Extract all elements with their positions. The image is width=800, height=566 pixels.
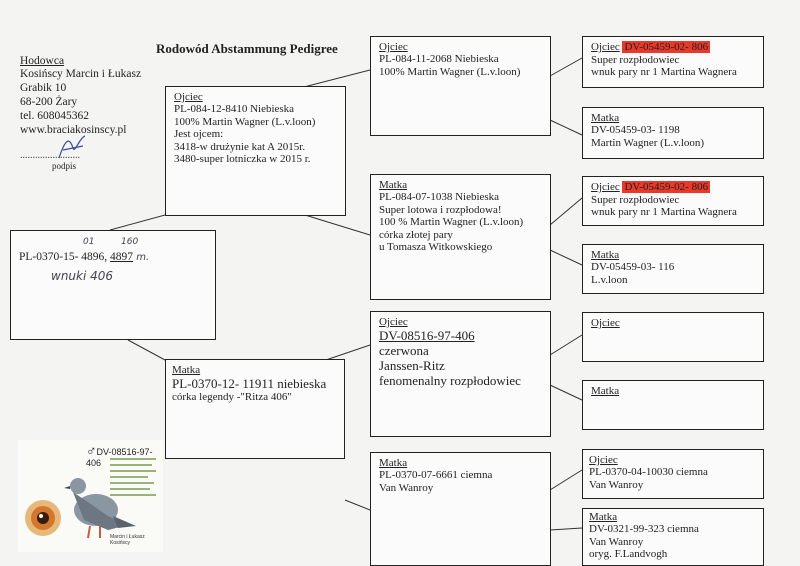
mmm-label: Matka [589, 511, 618, 523]
eye-icon [25, 500, 61, 536]
ff-line: 100% Martin Wagner (L.v.loon) [379, 65, 521, 78]
fff-line: Super rozpłodowiec [591, 53, 680, 66]
hand-note: wnuki 406 [51, 269, 114, 283]
subject-ring-prefix: PL-0370-15- 4896, [19, 251, 111, 263]
father-line: PL-084-12-8410 Niebieska [174, 103, 295, 115]
mf-line: Janssen-Ritz [379, 358, 445, 373]
mother-box: Matka PL-0370-12- 11911 niebieska córka … [165, 359, 345, 459]
fff-ring: DV-05459-02- 806 [622, 41, 711, 53]
mmf-line: Van Wanroy [589, 478, 644, 491]
fm-line: PL-084-07-1038 Niebieska [379, 191, 500, 203]
mmm-line: Van Wanroy [589, 535, 644, 548]
ffm-box: Matka DV-05459-03- 1198 Martin Wagner (L… [582, 107, 764, 159]
mmf-box: Ojciec PL-0370-04-10030 ciemna Van Wanro… [582, 449, 764, 499]
mf-line: fenomenalny rozpłodowiec [379, 373, 521, 388]
ffm-label: Matka [591, 112, 620, 124]
signature-label: podpis [52, 161, 77, 171]
father-line: 100% Martin Wagner (L.v.loon) [174, 115, 316, 128]
father-box: Ojciec PL-084-12-8410 Niebieska 100% Mar… [165, 86, 346, 216]
father-label: Ojciec [174, 91, 203, 103]
fff-line: wnuk pary nr 1 Martina Wagnera [591, 66, 737, 78]
fm-line: córka złotej pary [379, 228, 453, 241]
fmf-ring: DV-05459-02- 806 [622, 181, 711, 193]
mmm-box: Matka DV-0321-99-323 ciemna Van Wanroy o… [582, 508, 764, 566]
breeder-label: Hodowca [20, 55, 65, 67]
fmf-line: wnuk pary nr 1 Martina Wagnera [591, 206, 737, 218]
mff-label: Ojciec [591, 317, 620, 329]
fmf-line: Super rozpłodowiec [591, 193, 680, 206]
mf-line: czerwona [379, 343, 429, 358]
mother-note: córka legendy -"Ritza 406" [172, 391, 292, 403]
father-line: 3418-w drużynie kat A 2015r. [174, 140, 306, 153]
mff-box: Ojciec [582, 312, 764, 362]
ff-box: Ojciec PL-084-11-2068 Niebieska 100% Mar… [370, 36, 551, 136]
mmm-line: DV-0321-99-323 ciemna [589, 523, 699, 535]
ff-label: Ojciec [379, 41, 408, 53]
fm-line: Super lotowa i rozpłodowa! [379, 203, 502, 216]
mm-label: Matka [379, 457, 408, 469]
pigeon-photo-card: ♂DV-08516-97-406 Marcin i Łukasz Kosińs [18, 440, 163, 552]
mm-box: Matka PL-0370-07-6661 ciemna Van Wanroy [370, 452, 551, 566]
mf-box: Ojciec DV-08516-97-406 czerwona Janssen-… [370, 311, 551, 437]
page-title: Rodowód Abstammung Pedigree [156, 41, 338, 56]
ff-line: PL-084-11-2068 Niebieska [379, 53, 499, 65]
pigeon-icon [25, 458, 156, 539]
breeder-block: Hodowca Kosińscy Marcin i Łukasz Grabik … [20, 55, 141, 137]
hand-note-160: 160 [121, 237, 139, 247]
mm-line: PL-0370-07-6661 ciemna [379, 469, 493, 481]
ffm-line: DV-05459-03- 1198 [591, 124, 680, 136]
mfm-label: Matka [591, 385, 620, 397]
fm-label: Matka [379, 179, 408, 191]
mmf-label: Ojciec [589, 454, 618, 466]
fff-label: Ojciec [591, 41, 620, 53]
breeder-line: Kosińscy Marcin i Łukasz [20, 68, 142, 80]
fmm-line: DV-05459-03- 116 [591, 261, 675, 273]
mf-label: Ojciec [379, 316, 408, 328]
fm-box: Matka PL-084-07-1038 Niebieska Super lot… [370, 174, 551, 300]
subject-box: PL-0370-15- 4896, 4897 m. 01 160 wnuki 4… [10, 230, 216, 340]
subject-ring-underlined: 4897 [110, 251, 134, 263]
breeder-line: Grabik 10 [20, 82, 67, 94]
breeder-line: 68-200 Żary [20, 96, 78, 108]
father-line: 3480-super lotniczka w 2015 r. [174, 153, 311, 165]
signature-dots: ........................ [20, 150, 80, 161]
fm-line: u Tomasza Witkowskiego [379, 241, 493, 253]
fmf-label: Ojciec [591, 181, 620, 193]
photo-ring: ♂DV-08516-97-406 [86, 442, 163, 468]
ffm-line: Martin Wagner (L.v.loon) [591, 136, 705, 149]
male-symbol-icon: ♂ [86, 442, 97, 458]
breeder-line: tel. 608045362 [20, 110, 89, 122]
mmm-line: oryg. F.Landvogh [589, 548, 668, 560]
fmm-line: L.v.loon [591, 273, 628, 286]
fm-line: 100 % Martin Wagner (L.v.loon) [379, 216, 524, 228]
signature-scribble [58, 135, 86, 159]
fmm-label: Matka [591, 249, 620, 261]
photo-owner: Marcin i Łukasz Kosińscy [110, 534, 145, 546]
hand-note-01: 01 [83, 237, 95, 247]
photo-ring-text: DV-08516-97-406 [86, 447, 153, 468]
subject-ring-suffix: m. [133, 252, 150, 263]
subject-ring: PL-0370-15- 4896, 4897 m. [19, 251, 149, 265]
mother-ring: PL-0370-12- 11911 niebieska [172, 376, 327, 391]
fmf-box: Ojciec DV-05459-02- 806 Super rozpłodowi… [582, 176, 764, 226]
father-line: Jest ojcem: [174, 128, 224, 140]
mm-line: Van Wanroy [379, 481, 434, 494]
mf-ring: DV-08516-97-406 [379, 328, 475, 343]
mother-label: Matka [172, 364, 201, 376]
breeder-line: www.braciakosinscy.pl [20, 124, 127, 136]
mfm-box: Matka [582, 380, 764, 430]
mmf-line: PL-0370-04-10030 ciemna [589, 466, 708, 478]
fmm-box: Matka DV-05459-03- 116 L.v.loon [582, 244, 764, 294]
fff-box: Ojciec DV-05459-02- 806 Super rozpłodowi… [582, 36, 764, 88]
